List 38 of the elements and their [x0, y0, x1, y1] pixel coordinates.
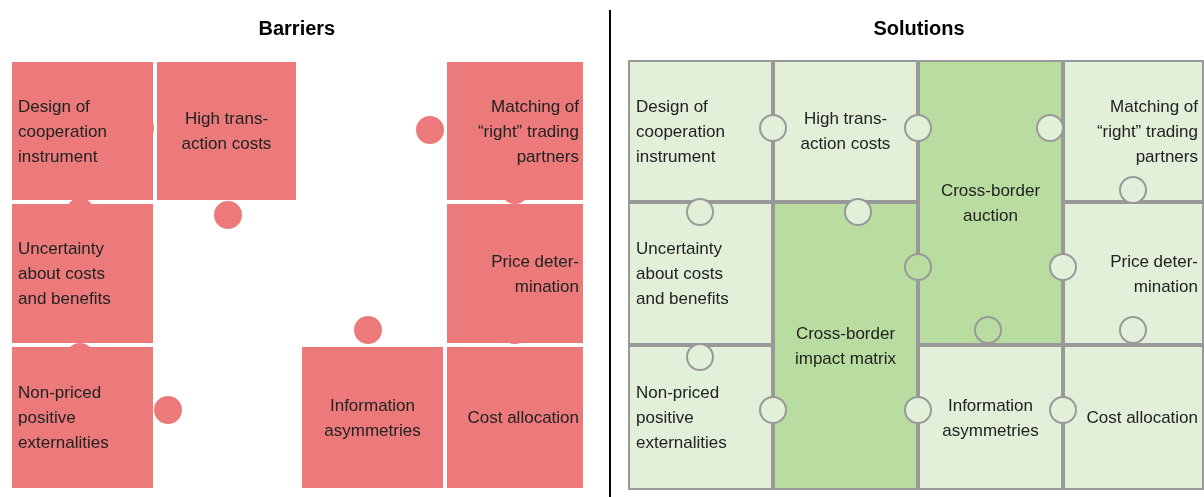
puzzle-piece — [10, 60, 155, 202]
puzzle-piece — [773, 60, 918, 202]
puzzle-piece — [918, 60, 1063, 345]
puzzle-piece — [155, 60, 298, 202]
piece-label: Information asymmetries — [323, 394, 422, 442]
puzzle-piece — [773, 202, 918, 490]
puzzle-piece — [300, 345, 445, 490]
piece-label: Design of cooperation instrument — [18, 95, 108, 168]
puzzle-piece — [628, 60, 773, 202]
piece-label: Cost allocation — [467, 407, 579, 429]
piece-label: Uncertainty about costs and benefits — [18, 238, 112, 310]
piece-label: High trans- action costs — [180, 108, 273, 155]
piece-label: Matching of “right” trading partners — [1095, 95, 1198, 168]
puzzle-piece — [1063, 202, 1204, 345]
piece-label: Matching of “right” trading partners — [476, 95, 579, 168]
panel-title: Barriers — [258, 16, 336, 40]
piece-label: Cross-border auction — [939, 179, 1042, 227]
puzzle-piece — [1063, 345, 1204, 490]
puzzle-piece — [628, 202, 773, 345]
puzzle-piece — [10, 202, 155, 345]
piece-label: Non-priced positive externalities — [18, 382, 110, 454]
piece-label: Uncertainty about costs and benefits — [636, 238, 730, 310]
puzzle-piece — [445, 60, 585, 202]
piece-label: Price deter- mination — [1109, 250, 1198, 298]
panel-title: Solutions — [873, 16, 965, 40]
piece-label: High trans- action costs — [799, 108, 892, 155]
piece-label: Cross-border impact matrix — [793, 323, 898, 370]
puzzle-piece — [628, 345, 773, 490]
puzzle-piece — [918, 345, 1063, 490]
piece-label: Information asymmetries — [941, 394, 1040, 442]
piece-label: Non-priced positive externalities — [636, 382, 728, 454]
piece-label: Design of cooperation instrument — [636, 95, 726, 168]
piece-label: Price deter- mination — [490, 250, 579, 298]
piece-label: Cost allocation — [1086, 407, 1198, 429]
puzzle-piece — [1063, 60, 1204, 202]
puzzle-piece — [445, 202, 585, 345]
puzzle-piece — [10, 345, 155, 490]
puzzle-piece — [445, 345, 585, 490]
